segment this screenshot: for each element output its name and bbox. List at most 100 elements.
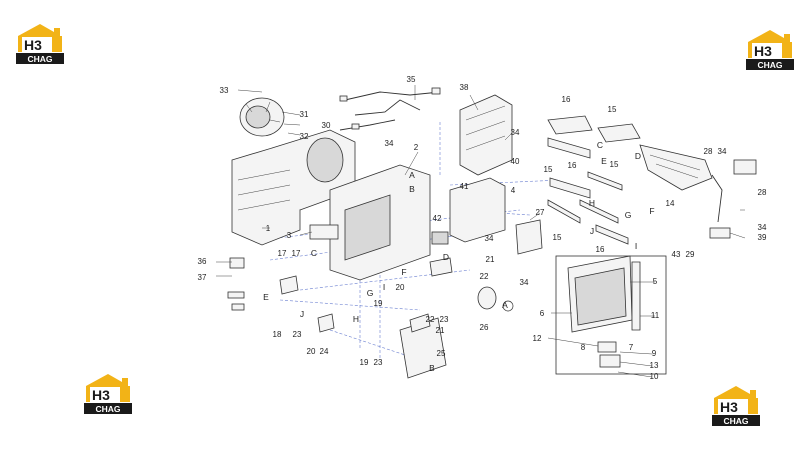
- callout-38: 38: [460, 83, 469, 92]
- callout-17b: 17: [292, 249, 301, 258]
- callout-14: 14: [666, 199, 675, 208]
- h3-chag-logo-icon: H3 CHAG: [84, 374, 132, 414]
- callout-8: 8: [581, 343, 586, 352]
- logo-bottom-left: H3 CHAG: [80, 372, 136, 416]
- callout-15a: 15: [608, 105, 617, 114]
- callout-34d: 34: [758, 223, 767, 232]
- callout-7: 7: [629, 343, 634, 352]
- callout-15b: 15: [544, 165, 553, 174]
- actuator-module: [431, 177, 506, 245]
- callout-20a: 20: [396, 283, 405, 292]
- logo-chag-text: CHAG: [27, 54, 52, 64]
- logo-chag-text: CHAG: [757, 60, 782, 70]
- letter-J1: J: [590, 226, 594, 236]
- callout-27: 27: [536, 208, 545, 217]
- callout-20b: 20: [307, 347, 316, 356]
- callout-21a: 21: [486, 255, 495, 264]
- callout-32: 32: [300, 132, 309, 141]
- center-housing: [309, 164, 431, 281]
- callout-39: 39: [758, 233, 767, 242]
- logo-chag-text: CHAG: [723, 416, 748, 426]
- callout-28a: 28: [704, 147, 713, 156]
- circle-marker-a: [502, 300, 514, 312]
- blower-motor: [239, 97, 285, 137]
- callout-15c: 15: [610, 160, 619, 169]
- left-housing: [231, 129, 356, 246]
- callout-22b: 22: [426, 315, 435, 324]
- logo-h3-text: H3: [720, 399, 738, 415]
- callout-16b: 16: [568, 161, 577, 170]
- callout-18: 18: [273, 330, 282, 339]
- letter-F2: F: [401, 267, 406, 277]
- letter-G1: G: [625, 210, 632, 220]
- h3-chag-logo-icon: H3 CHAG: [746, 30, 794, 70]
- callout-19b: 19: [360, 358, 369, 367]
- callout-36: 36: [198, 257, 207, 266]
- callout-16c: 16: [596, 245, 605, 254]
- callout-34f: 34: [520, 278, 529, 287]
- logo-chag-text: CHAG: [95, 404, 120, 414]
- leader-lines: [216, 85, 746, 378]
- letter-B1: B: [409, 184, 415, 194]
- callout-23a: 23: [293, 330, 302, 339]
- lower-components: [227, 219, 543, 379]
- callout-5: 5: [653, 277, 658, 286]
- callout-35: 35: [407, 75, 416, 84]
- letter-A1: A: [409, 170, 415, 180]
- callout-17a: 17: [278, 249, 287, 258]
- letter-J2: J: [300, 309, 304, 319]
- callout-34b: 34: [385, 139, 394, 148]
- h3-chag-logo-icon: H3 CHAG: [16, 24, 64, 64]
- letter-E1: E: [601, 156, 607, 166]
- callout-43: 43: [672, 250, 681, 259]
- callout-2: 2: [414, 143, 419, 152]
- callout-10: 10: [650, 372, 659, 381]
- letter-H1: H: [589, 198, 595, 208]
- callout-37: 37: [198, 273, 207, 282]
- callout-11: 11: [651, 311, 660, 320]
- letter-G2: G: [367, 288, 374, 298]
- callout-6: 6: [540, 309, 545, 318]
- callout-29: 29: [686, 250, 695, 259]
- logo-top-left: H3 CHAG: [12, 22, 68, 66]
- callout-26: 26: [480, 323, 489, 332]
- evaporator-box: [555, 255, 667, 375]
- letter-E2: E: [263, 292, 269, 302]
- letter-F1: F: [649, 206, 654, 216]
- logo-top-right: H3 CHAG: [742, 28, 798, 72]
- letter-D1: D: [635, 151, 641, 161]
- callout-9: 9: [652, 349, 657, 358]
- letter-D2: D: [443, 252, 449, 262]
- callout-16a: 16: [562, 95, 571, 104]
- callout-33: 33: [220, 86, 229, 95]
- letter-I2: I: [383, 282, 385, 292]
- logo-h3-text: H3: [24, 37, 42, 53]
- callout-1: 1: [266, 224, 271, 233]
- wiring-harness: [339, 87, 441, 131]
- callout-23b: 23: [440, 315, 449, 324]
- callout-34e: 34: [485, 234, 494, 243]
- callout-42: 42: [433, 214, 442, 223]
- callout-31: 31: [300, 110, 309, 119]
- letter-A2: A: [502, 300, 508, 310]
- callout-28b: 28: [758, 188, 767, 197]
- letter-C1: C: [597, 140, 603, 150]
- callout-24: 24: [320, 347, 329, 356]
- callout-21b: 21: [436, 326, 445, 335]
- filter-elements: [547, 115, 641, 245]
- callout-25: 25: [437, 349, 446, 358]
- callout-4: 4: [511, 186, 516, 195]
- logo-h3-text: H3: [754, 43, 772, 59]
- callout-3: 3: [287, 231, 292, 240]
- callout-23c: 23: [374, 358, 383, 367]
- letter-H2: H: [353, 314, 359, 324]
- callout-34a: 34: [511, 128, 520, 137]
- letter-I1: I: [635, 241, 637, 251]
- heater-core: [639, 144, 757, 239]
- callout-15d: 15: [553, 233, 562, 242]
- callout-13: 13: [650, 361, 659, 370]
- callout-41: 41: [460, 182, 469, 191]
